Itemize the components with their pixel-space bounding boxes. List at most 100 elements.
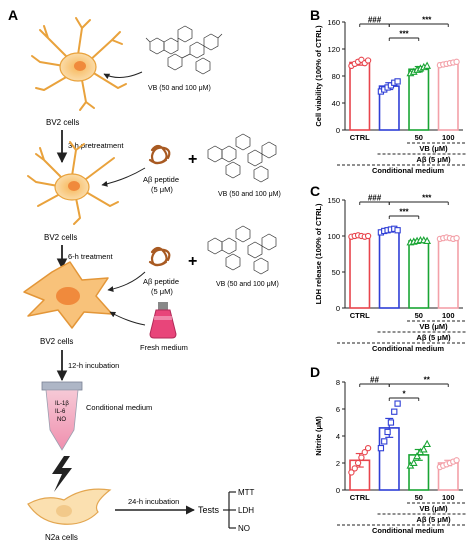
significance-label: *** [422, 194, 432, 203]
test-item-ldh: LDH [238, 506, 254, 515]
x-label-vb: VB (μM) [419, 144, 448, 153]
vb-molecule-icon-2 [207, 133, 277, 183]
panel-letter-b: B [310, 7, 320, 23]
data-point [394, 78, 401, 85]
significance-label: ### [368, 194, 382, 203]
x-label-vb100: 100 [442, 493, 455, 502]
data-point [453, 58, 460, 65]
y-tick-label: 80 [332, 72, 340, 81]
x-label-ctrl: CTRL [350, 311, 370, 320]
bv2-cell-icon-1 [31, 17, 127, 111]
tests-bracket [223, 491, 236, 529]
step-label-pretreatment: 3-h pretreatment [68, 141, 124, 150]
data-point [381, 438, 388, 445]
y-axis-label: LDH release (100% of CTRL) [314, 203, 323, 304]
x-label-vb100: 100 [442, 133, 455, 142]
x-label-vb50: 50 [415, 493, 423, 502]
panel-letter-a: A [8, 7, 18, 23]
bar-2 [408, 240, 430, 309]
significance-label: *** [399, 30, 409, 39]
bar-0 [349, 235, 371, 309]
y-tick-label: 0 [336, 126, 340, 135]
bar-3 [437, 237, 459, 309]
significance-label: * [402, 390, 406, 399]
tube-text-2: IL-6 [55, 409, 66, 415]
data-point [354, 459, 362, 467]
y-tick-label: 2 [336, 459, 340, 468]
tests-label: Tests [198, 505, 220, 515]
tube-text-3: NO [57, 417, 66, 423]
data-point [394, 400, 401, 407]
abeta-peptide-icon-1 [148, 144, 171, 165]
data-point [351, 465, 358, 472]
n2a-label: N2a cells [45, 533, 78, 542]
arrow-abeta-to-cell [101, 167, 146, 187]
conditional-medium-label: Conditional medium [86, 403, 152, 412]
y-tick-label: 8 [336, 378, 340, 387]
vb-molecule-icon-3 [207, 225, 277, 275]
x-label-vb100: 100 [442, 311, 455, 320]
data-point [364, 57, 372, 64]
data-point [409, 458, 418, 466]
data-point [361, 449, 368, 456]
step-label-24h: 24-h incubation [128, 497, 179, 506]
x-label-conditional-medium: Conditional medium [372, 526, 444, 535]
significance-label: *** [422, 16, 432, 25]
bv2-label-3: BV2 cells [40, 337, 73, 346]
y-tick-label: 160 [327, 18, 340, 27]
data-point [387, 419, 395, 426]
data-point [391, 408, 398, 415]
y-axis-label: Nitrite (μM) [314, 416, 323, 456]
data-point [364, 444, 372, 452]
schematic-panel: BV2 cells VB (50 and 100 μM) 3-h pretrea… [23, 17, 281, 542]
vb-concentration-1: VB (50 and 100 μM) [148, 85, 211, 92]
plus-sign-1: + [188, 151, 197, 168]
vb-concentration-2: VB (50 and 100 μM) [218, 191, 281, 198]
panel-letter-d: D [310, 364, 320, 380]
data-point [419, 445, 428, 453]
fresh-medium-flask-icon [149, 302, 177, 339]
y-tick-label: 40 [332, 99, 340, 108]
y-tick-label: 100 [327, 232, 340, 241]
y-tick-label: 50 [332, 268, 340, 277]
fresh-medium-label: Fresh medium [140, 343, 188, 352]
data-point [384, 428, 391, 436]
y-tick-label: 120 [327, 45, 340, 54]
y-tick-label: 6 [336, 405, 340, 414]
x-label-abeta: Aβ (5 μM) [416, 155, 451, 164]
abeta-label-2-line2: (5 μM) [151, 287, 173, 296]
x-label-abeta: Aβ (5 μM) [416, 333, 451, 342]
abeta-label-1-line2: (5 μM) [151, 185, 173, 194]
arrow-vb-to-cell-1 [103, 71, 143, 80]
y-tick-label: 150 [327, 196, 340, 205]
bar-0 [349, 61, 371, 131]
data-point [423, 439, 432, 448]
n2a-cell-icon [27, 488, 112, 525]
abeta-label-2-line1: Aβ peptide [143, 277, 179, 286]
bv2-activated-cell-icon [23, 261, 113, 329]
vb-molecule-icon-1 [145, 25, 223, 75]
data-point [423, 236, 432, 244]
test-item-mtt: MTT [238, 488, 255, 497]
plus-sign-2: + [188, 253, 197, 270]
data-point [364, 232, 372, 240]
x-label-ctrl: CTRL [350, 493, 370, 502]
x-label-ctrl: CTRL [350, 133, 370, 142]
x-label-abeta: Aβ (5 μM) [416, 515, 451, 524]
data-point [348, 469, 355, 476]
x-label-vb50: 50 [415, 133, 423, 142]
significance-label: *** [399, 208, 409, 217]
lightning-icon [52, 456, 72, 492]
bar-3 [437, 62, 459, 131]
data-point [377, 444, 385, 452]
data-point [358, 454, 365, 461]
y-tick-label: 0 [336, 486, 340, 495]
data-point [394, 227, 401, 234]
significance-label: ### [368, 16, 382, 25]
step-label-treatment: 6-h treatment [68, 252, 114, 261]
data-point [423, 61, 432, 69]
bv2-label-2: BV2 cells [44, 233, 77, 242]
abeta-peptide-icon-2 [148, 246, 171, 267]
vb-concentration-3: VB (50 and 100 μM) [216, 281, 279, 288]
